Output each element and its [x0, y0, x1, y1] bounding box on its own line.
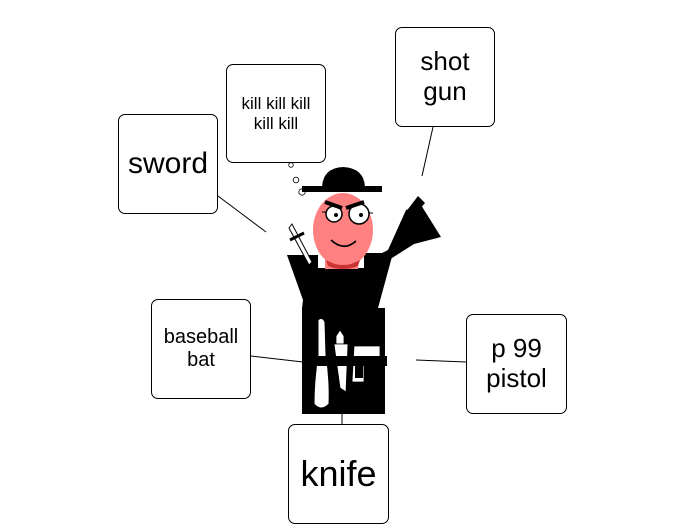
- sword: [288, 223, 313, 266]
- pistol-label: p 99 pistol: [486, 333, 547, 393]
- knife-box: knife: [288, 424, 389, 524]
- thought-bubble: kill kill kill kill kill: [226, 64, 326, 163]
- belt: [305, 356, 387, 366]
- hat: [302, 167, 382, 192]
- shotgun: [405, 196, 425, 218]
- connector-lines: [217, 126, 467, 424]
- sword-box: sword: [118, 114, 218, 214]
- sword-label: sword: [127, 146, 209, 180]
- sword-connector: [217, 195, 267, 233]
- bat-connector: [250, 355, 304, 363]
- shotgun-box: shot gun: [395, 27, 495, 127]
- face: [322, 200, 373, 248]
- thought-label: kill kill kill kill kill: [241, 93, 311, 133]
- head-shadow: [326, 260, 360, 269]
- pistol-box: p 99 pistol: [466, 314, 567, 414]
- raised-arm: [364, 205, 441, 272]
- shotgun-connector: [421, 126, 434, 177]
- knife-label: knife: [300, 453, 377, 495]
- shotgun-label: shot gun: [420, 46, 470, 106]
- baseball-bat-label: baseball bat: [163, 326, 239, 371]
- smile: [330, 239, 357, 248]
- baseball-bat-box: baseball bat: [151, 299, 251, 399]
- pistol-connector: [415, 359, 467, 363]
